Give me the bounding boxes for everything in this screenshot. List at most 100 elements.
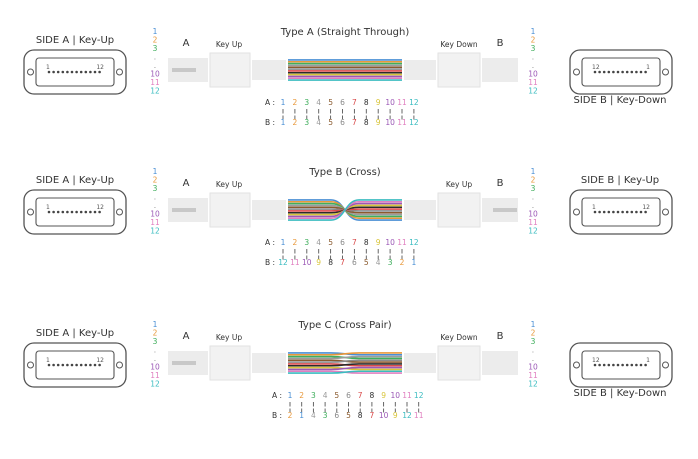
- fiber-dot: [93, 363, 97, 367]
- fiber-number: 1: [531, 167, 536, 176]
- fiber-number: .: [154, 53, 156, 62]
- end-b-label: B: [497, 178, 504, 189]
- fiber-dot: [612, 210, 615, 214]
- fiber-dot: [598, 363, 601, 367]
- map-a-value: 10: [385, 98, 395, 107]
- fiber-number: 11: [150, 371, 160, 380]
- map-a-value: 8: [364, 238, 369, 247]
- key-boot-b: [437, 192, 481, 228]
- fiber-dot: [612, 363, 615, 367]
- fiber-dot: [602, 210, 606, 214]
- map-b-value: 2: [293, 118, 298, 127]
- map-a-value: 2: [293, 238, 298, 247]
- fiber-dot: [644, 210, 647, 214]
- side-a-label: SIDE A | Key-Up: [36, 35, 114, 46]
- fiber-number: 10: [528, 363, 538, 372]
- fiber-number: .: [532, 193, 534, 202]
- map-a-value: 12: [409, 98, 419, 107]
- guide-hole: [573, 208, 580, 216]
- map-b-value: 1: [412, 258, 417, 267]
- guide-hole: [662, 208, 669, 216]
- fiber-dot: [47, 363, 51, 367]
- map-b-label: B :: [265, 118, 275, 127]
- map-a-value: 5: [328, 98, 333, 107]
- map-b-value: 9: [316, 258, 321, 267]
- fiber-dot: [75, 210, 78, 214]
- fiber-dot: [61, 363, 65, 367]
- fiber-dot: [98, 70, 101, 74]
- key-boot-a: [209, 192, 251, 228]
- fiber-dot: [84, 210, 88, 214]
- map-a-value: 3: [311, 391, 316, 400]
- fiber-dot: [593, 210, 597, 214]
- fiber-strand: [288, 352, 402, 356]
- key-b-label: Key Up: [446, 180, 472, 189]
- fiber-strand: [288, 370, 402, 374]
- fiber-number: 3: [153, 184, 158, 193]
- map-a-label: A :: [272, 391, 282, 400]
- fiber-dot: [644, 70, 647, 74]
- guide-hole: [27, 208, 34, 216]
- fiber-dot: [89, 70, 92, 74]
- map-b-value: 8: [358, 411, 363, 420]
- end-b-label: B: [497, 38, 504, 49]
- map-a-value: 11: [397, 238, 407, 247]
- pin-label-left: 12: [592, 357, 600, 364]
- map-a-value: 8: [364, 98, 369, 107]
- fiber-dot: [61, 70, 65, 74]
- map-b-value: 5: [328, 118, 333, 127]
- fiber-dot: [52, 70, 55, 74]
- fiber-number: .: [154, 201, 156, 210]
- map-a-value: 5: [334, 391, 339, 400]
- fiber-dot: [630, 363, 634, 367]
- fiber-dot: [89, 210, 92, 214]
- fiber-dot: [625, 70, 629, 74]
- fiber-dot: [66, 210, 69, 214]
- connector-body-b: [482, 351, 518, 375]
- map-a-value: 10: [385, 238, 395, 247]
- map-b-value: 5: [364, 258, 369, 267]
- map-a-value: 2: [293, 98, 298, 107]
- key-boot-b: [437, 345, 481, 381]
- map-b-value: 7: [340, 258, 345, 267]
- map-b-value: 11: [414, 411, 424, 420]
- fiber-number: 11: [150, 218, 160, 227]
- key-b-label: Key Down: [440, 40, 477, 49]
- pin-label-right: 12: [642, 204, 650, 211]
- fiber-number: 1: [153, 27, 158, 36]
- boot-b: [404, 60, 436, 80]
- key-slot-b: [493, 208, 517, 212]
- map-b-label: B :: [265, 258, 275, 267]
- fiber-number: 3: [531, 44, 536, 53]
- map-b-value: 1: [281, 118, 286, 127]
- fiber-dot: [635, 363, 638, 367]
- map-b-value: 10: [379, 411, 389, 420]
- connector-ferrule: [581, 57, 661, 87]
- fiber-dot: [635, 70, 638, 74]
- map-a-value: 4: [323, 391, 328, 400]
- map-b-value: 7: [370, 411, 375, 420]
- fiber-dot: [616, 70, 620, 74]
- map-b-value: 4: [376, 258, 381, 267]
- fiber-number: 12: [150, 87, 160, 96]
- fiber-number: 12: [150, 227, 160, 236]
- fiber-number: 11: [528, 371, 538, 380]
- fiber-dot: [52, 363, 55, 367]
- fiber-dot: [607, 210, 611, 214]
- map-a-value: 2: [299, 391, 304, 400]
- fiber-ribbon: [288, 352, 402, 374]
- map-b-value: 2: [288, 411, 293, 420]
- fiber-number: 3: [153, 337, 158, 346]
- pin-label-right: 1: [646, 357, 650, 364]
- map-a-value: 7: [352, 238, 357, 247]
- pin-label-right: 12: [96, 64, 104, 71]
- map-b-value: 5: [346, 411, 351, 420]
- side-b-label: SIDE B | Key-Down: [574, 95, 667, 106]
- row-title: Type B (Cross): [308, 167, 381, 178]
- connector-ferrule: [35, 57, 115, 87]
